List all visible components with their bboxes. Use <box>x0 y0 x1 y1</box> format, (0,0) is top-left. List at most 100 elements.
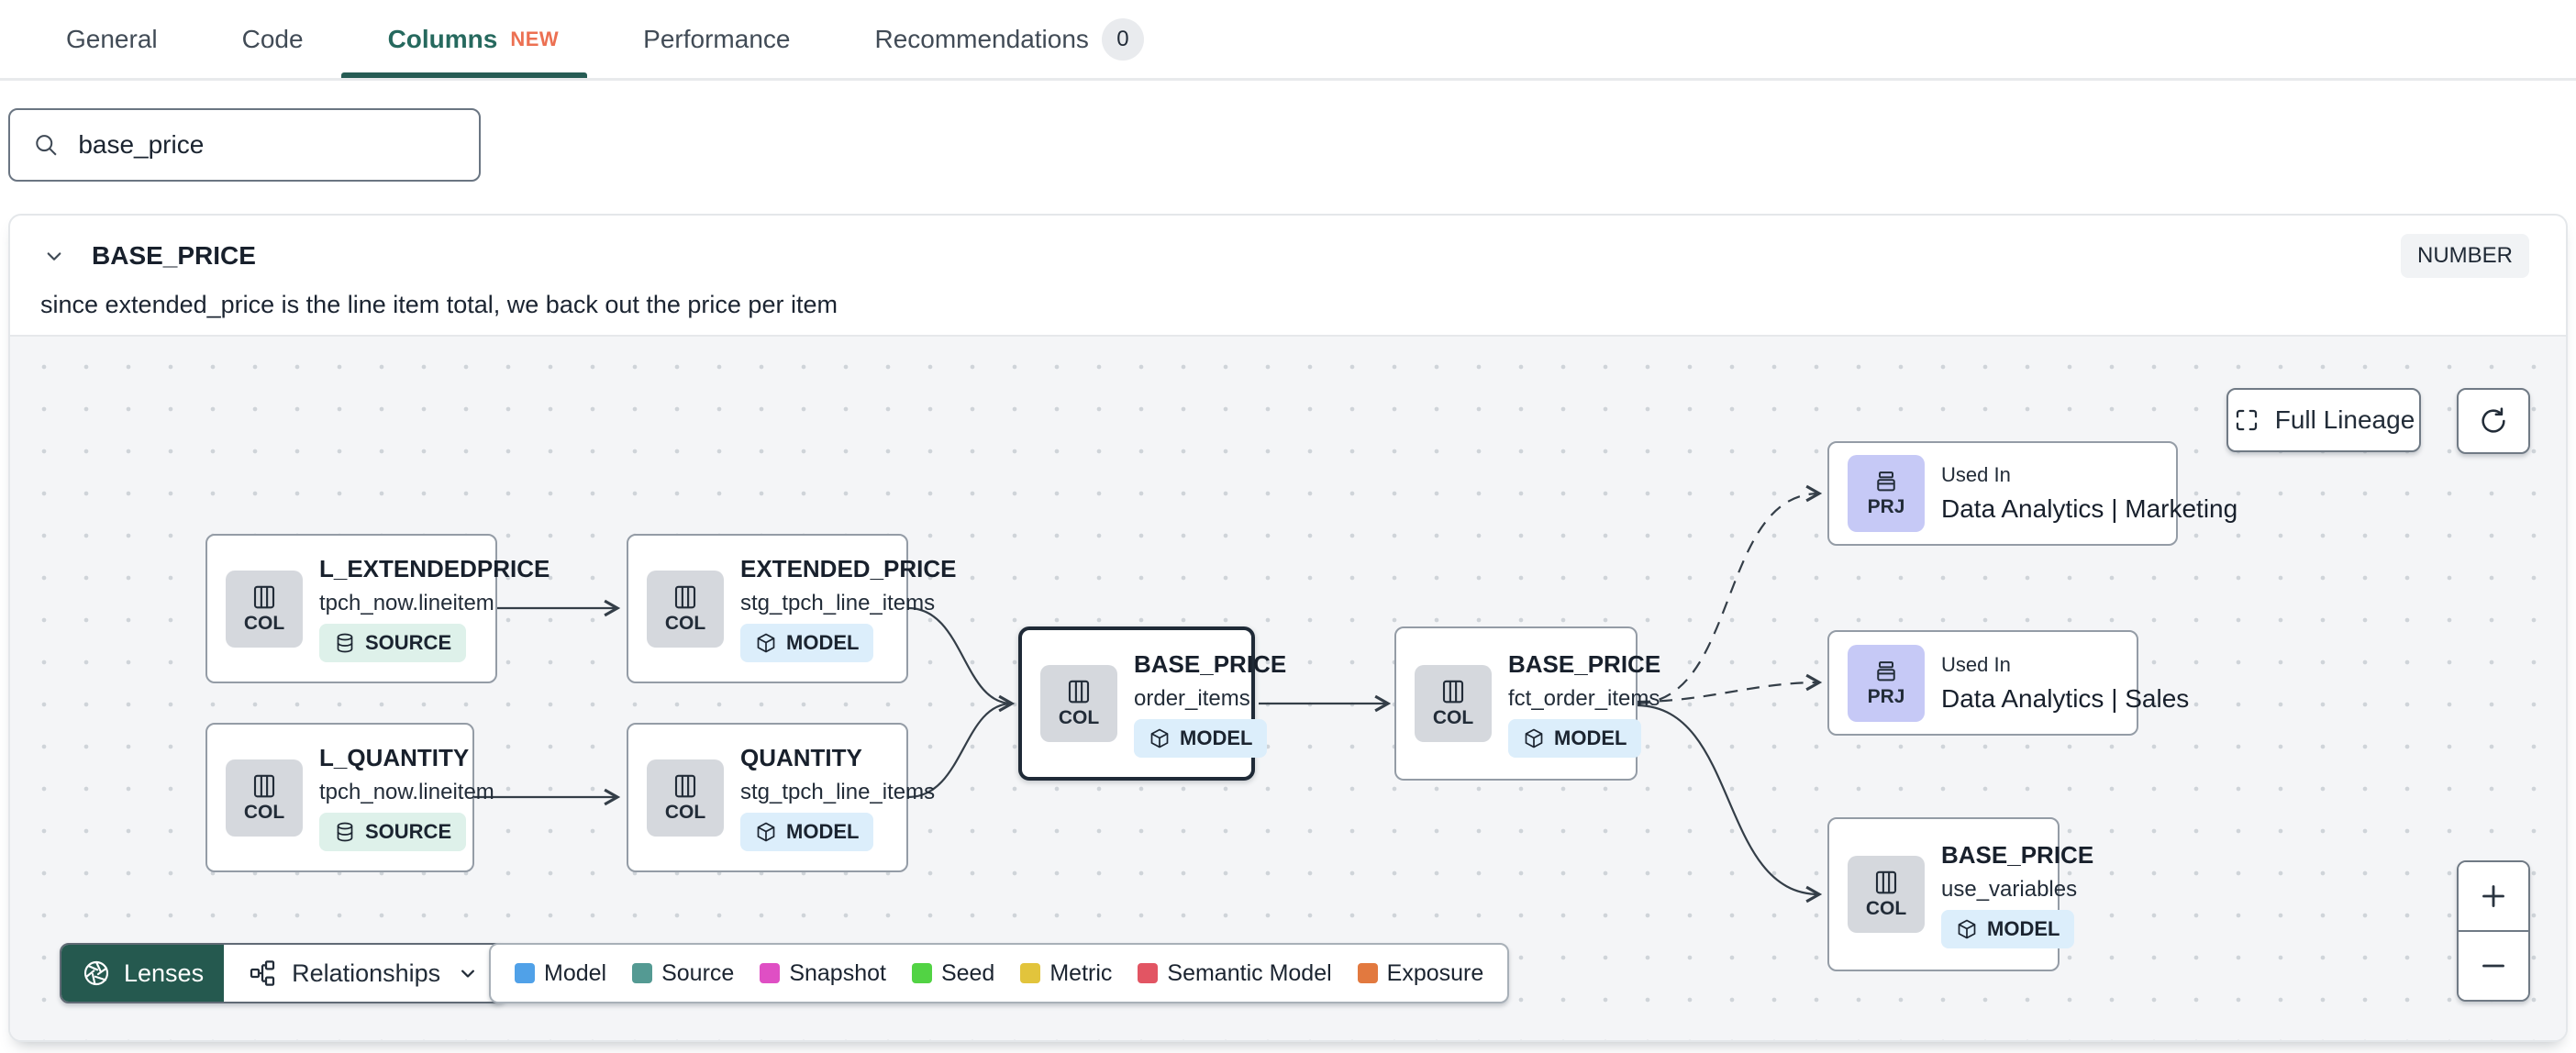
lineage-edges <box>474 484 1823 903</box>
node-title: Used In <box>1941 652 2011 676</box>
legend-item-model: Model <box>515 960 606 987</box>
columns-icon <box>1875 870 1897 894</box>
refresh-button[interactable] <box>2457 388 2530 454</box>
chip-label: PRJ <box>1867 496 1905 517</box>
lineage-node-extended-price[interactable]: COL EXTENDED_PRICE stg_tpch_line_items M… <box>627 534 957 683</box>
column-type-badge: NUMBER <box>2400 234 2529 278</box>
tab-label: Recommendations <box>874 24 1089 53</box>
zoom-in-button[interactable] <box>2459 862 2528 932</box>
chip-label: COL <box>1432 707 1474 728</box>
chip-label: PRJ <box>1867 685 1905 707</box>
tab-columns[interactable]: Columns NEW <box>388 25 560 54</box>
column-details-panel: BASE_PRICE NUMBER since extended_price i… <box>8 214 2568 1042</box>
lineage-node-base-price-order-items[interactable]: COL BASE_PRICE order_items MODEL <box>1018 626 1286 781</box>
column-chip: COL <box>1415 665 1492 742</box>
chip-label: COL <box>664 612 706 634</box>
lineage-canvas[interactable]: COL L_EXTENDEDPRICE tpch_now.lineitem SO… <box>10 335 2566 1040</box>
aperture-icon <box>83 960 109 986</box>
chip-label: COL <box>243 801 285 823</box>
new-badge: NEW <box>510 27 560 50</box>
node-subtitle: order_items <box>1134 685 1250 711</box>
cube-icon <box>757 822 775 842</box>
tab-recommendations[interactable]: Recommendations 0 <box>874 17 1144 61</box>
node-title: Used In <box>1941 463 2011 486</box>
resource-type-badge: SOURCE <box>319 624 467 662</box>
chevron-down-icon <box>461 970 475 978</box>
cube-icon <box>1525 728 1543 748</box>
column-chip: COL <box>647 759 724 837</box>
search-icon <box>36 135 57 156</box>
chevron-down-icon[interactable] <box>40 242 68 270</box>
lineage-node-used-in-marketing[interactable]: PRJ Used In Data Analytics | Marketing <box>1827 441 2237 546</box>
minus-icon <box>2482 964 2504 968</box>
columns-icon <box>1442 680 1464 704</box>
node-subtitle: Data Analytics | Marketing <box>1941 494 2238 523</box>
node-subtitle: use_variables <box>1941 876 2078 902</box>
resource-type-badge: MODEL <box>1134 718 1268 758</box>
node-subtitle: stg_tpch_line_items <box>740 780 936 804</box>
database-icon <box>337 633 353 653</box>
chip-label: COL <box>1865 898 1907 919</box>
refresh-icon <box>2482 407 2505 433</box>
column-search[interactable] <box>8 108 481 182</box>
cube-icon <box>1958 919 1976 938</box>
resource-type-badge: SOURCE <box>319 813 467 851</box>
tab-bar: General Code Columns NEW Performance Rec… <box>0 0 2576 81</box>
tab-label: General <box>66 24 158 53</box>
expand-icon <box>2236 409 2257 431</box>
chip-label: COL <box>664 801 706 823</box>
node-title: BASE_PRICE <box>1134 649 1287 678</box>
columns-icon <box>674 585 696 608</box>
column-chip: COL <box>226 570 303 648</box>
lineage-node-base-price-use-variables[interactable]: COL BASE_PRICE use_variables MODEL <box>1827 817 2093 971</box>
relationships-icon <box>250 960 275 986</box>
relationships-dropdown[interactable]: Relationships <box>224 945 505 1002</box>
relationships-label: Relationships <box>292 959 441 987</box>
legend-item-snapshot: Snapshot <box>760 960 886 987</box>
node-title: QUANTITY <box>740 744 862 771</box>
plus-icon <box>2482 885 2504 907</box>
active-tab-underline <box>341 72 587 78</box>
lenses-label: Lenses <box>124 959 205 987</box>
legend-swatch <box>760 963 781 983</box>
node-title: BASE_PRICE <box>1508 649 1661 678</box>
lineage-node-quantity[interactable]: COL QUANTITY stg_tpch_line_items MODEL <box>627 723 935 872</box>
resource-type-badge: MODEL <box>740 624 874 662</box>
legend-swatch <box>515 963 535 983</box>
cube-icon <box>1150 728 1169 748</box>
lenses-toolbar: Lenses Relationships <box>60 943 507 1003</box>
column-description: since extended_price is the line item to… <box>40 291 838 318</box>
columns-icon <box>674 774 696 797</box>
tab-performance[interactable]: Performance <box>643 25 790 54</box>
column-chip: COL <box>1040 665 1117 742</box>
resource-type-badge: MODEL <box>1941 909 2075 948</box>
lineage-node-l-extendedprice[interactable]: COL L_EXTENDEDPRICE tpch_now.lineitem SO… <box>205 534 550 683</box>
lineage-node-l-quantity[interactable]: COL L_QUANTITY tpch_now.lineitem SOURCE <box>205 723 494 872</box>
column-chip: COL <box>226 759 303 837</box>
tab-code[interactable]: Code <box>242 25 304 54</box>
project-chip: PRJ <box>1848 455 1925 532</box>
lineage-node-base-price-fct-order-items[interactable]: COL BASE_PRICE fct_order_items MODEL <box>1394 626 1660 781</box>
resource-type-badge: MODEL <box>740 813 874 851</box>
legend-item-seed: Seed <box>911 960 994 987</box>
lineage-node-used-in-sales[interactable]: PRJ Used In Data Analytics | Sales <box>1827 630 2189 736</box>
cube-icon <box>757 633 775 653</box>
tab-label: Performance <box>643 24 791 53</box>
lenses-button[interactable]: Lenses <box>61 945 225 1002</box>
columns-icon <box>1068 680 1090 704</box>
resource-legend: Model Source Snapshot Seed Metric Semant… <box>489 943 1510 1003</box>
search-input[interactable] <box>78 130 457 160</box>
archive-icon <box>1877 660 1895 681</box>
column-chip: COL <box>647 570 724 648</box>
node-subtitle: tpch_now.lineitem <box>319 780 494 804</box>
zoom-out-button[interactable] <box>2459 932 2528 1000</box>
node-title: L_EXTENDEDPRICE <box>319 555 550 582</box>
legend-swatch <box>911 963 932 983</box>
node-title: L_QUANTITY <box>319 744 470 771</box>
legend-item-source: Source <box>632 960 734 987</box>
node-subtitle: stg_tpch_line_items <box>740 591 936 615</box>
legend-swatch <box>632 963 653 983</box>
full-lineage-button[interactable]: Full Lineage <box>2226 388 2421 452</box>
tab-general[interactable]: General <box>66 25 158 54</box>
database-icon <box>337 822 353 842</box>
